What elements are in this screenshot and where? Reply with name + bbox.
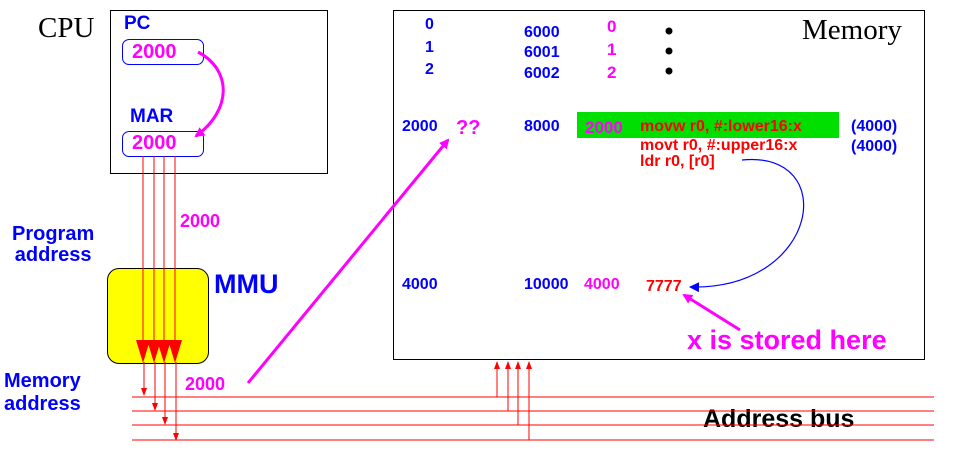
mmu-output-lines — [141, 362, 179, 441]
instruction-movw: movw r0, #:lower16:x — [640, 118, 802, 135]
x-stored-arrow — [682, 293, 741, 332]
mem-addr-6000: 6000 — [524, 24, 560, 41]
mem-val-8000: 2000 — [585, 118, 623, 137]
instruction-movt-note: (4000) — [851, 138, 898, 155]
instruction-movw-note: (4000) — [851, 118, 898, 135]
ellipsis-dots — [665, 27, 673, 75]
mem-addr-4000: 4000 — [402, 276, 438, 293]
mar-register — [122, 131, 204, 157]
mem-addr-2000: 2000 — [402, 118, 438, 135]
mmu-label: MMU — [214, 269, 279, 299]
cpu-box — [110, 10, 328, 174]
pc-register — [122, 39, 204, 65]
memory-box — [393, 10, 925, 360]
bus-to-memory-lines — [494, 361, 532, 440]
mem-addr-10000: 10000 — [524, 276, 569, 293]
physical-address-arrow — [246, 138, 450, 384]
mem-val-6001: 1 — [607, 40, 617, 59]
memory-title: Memory — [802, 14, 902, 46]
mmu-arrowheads — [136, 340, 182, 363]
current-instruction-highlight — [577, 112, 839, 138]
load-arrow — [689, 158, 805, 293]
memory-address-value: 2000 — [185, 374, 226, 394]
mem-val-10000: 4000 — [584, 276, 620, 293]
mem-val-6002: 2 — [607, 63, 617, 82]
mem-addr-0: 0 — [425, 16, 434, 33]
pc-to-mar-arrow — [194, 50, 225, 138]
mem-addr-6001: 6001 — [524, 44, 560, 61]
cpu-title: CPU — [38, 12, 95, 44]
mem-addr-6002: 6002 — [524, 65, 560, 82]
mar-value: 2000 — [132, 132, 177, 154]
instruction-movt: movt r0, #:upper16:x — [640, 137, 798, 154]
mem-addr-2: 2 — [425, 61, 434, 78]
mar-label: MAR — [130, 106, 174, 127]
address-bus-lines — [132, 396, 934, 441]
mem-addr-1: 1 — [425, 39, 434, 56]
mem-val-2000: ?? — [456, 117, 481, 139]
mem-addr-8000: 8000 — [524, 118, 560, 135]
program-address-label: Program address — [12, 223, 95, 266]
mem-val-6000: 0 — [607, 17, 617, 36]
instruction-ldr: ldr r0, [r0] — [640, 153, 715, 170]
memory-address-label: Memory address — [4, 370, 81, 415]
program-address-value: 2000 — [180, 211, 221, 231]
pc-value: 2000 — [132, 41, 177, 63]
x-stored-label: x is stored here — [687, 325, 887, 355]
mar-address-lines — [142, 156, 176, 340]
stored-value: 7777 — [646, 278, 682, 295]
pc-label: PC — [124, 13, 151, 34]
